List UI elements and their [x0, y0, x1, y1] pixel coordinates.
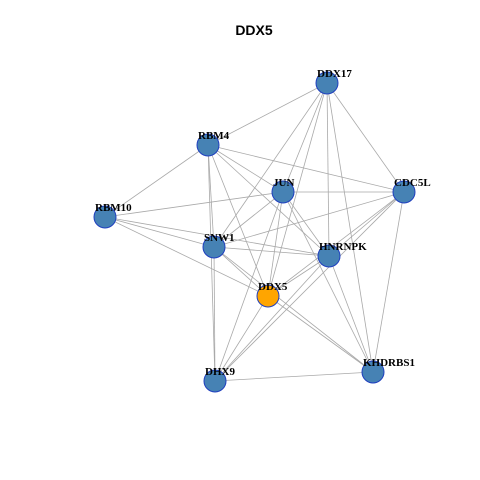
edge-ddx17-snw1: [213, 82, 328, 248]
node-rbm4[interactable]: [196, 133, 220, 157]
edge-cdc5l-dhx9: [214, 191, 405, 382]
edge-jun-ddx5: [267, 191, 284, 297]
edge-rbm10-ddx5: [104, 216, 269, 297]
node-label-ddx17: DDX17: [317, 68, 352, 80]
edge-ddx17-ddx5: [267, 82, 328, 297]
node-label-rbm10: RBM10: [95, 202, 132, 214]
edge-rbm10-snw1: [104, 216, 215, 248]
node-rbm10[interactable]: [93, 205, 117, 229]
node-jun[interactable]: [271, 180, 295, 204]
node-label-ddx5: DDX5: [258, 281, 288, 293]
edge-rbm4-cdc5l: [207, 144, 405, 193]
edge-cdc5l-snw1: [213, 191, 405, 248]
node-layer: [93, 71, 416, 393]
edge-ddx17-hnrnpk: [326, 82, 330, 257]
node-label-jun: JUN: [273, 177, 294, 189]
node-ddx5[interactable]: [256, 284, 280, 308]
node-label-snw1: SNW1: [204, 232, 235, 244]
edge-cdc5l-ddx5: [267, 191, 405, 297]
edge-snw1-hnrnpk: [213, 246, 330, 257]
node-label-hnrnpk: HNRNPK: [319, 241, 367, 253]
edge-jun-hnrnpk: [282, 191, 330, 257]
edge-layer: [104, 82, 405, 382]
diagram-title: DDX5: [235, 22, 273, 38]
edge-jun-khdrbs1: [282, 191, 374, 373]
edge-rbm4-dhx9: [207, 144, 216, 382]
edge-hnrnpk-dhx9: [214, 255, 330, 382]
node-snw1[interactable]: [202, 235, 226, 259]
edge-snw1-dhx9: [213, 246, 216, 382]
node-dhx9[interactable]: [203, 369, 227, 393]
node-ddx17[interactable]: [315, 71, 339, 95]
edge-jun-rbm10: [104, 191, 284, 218]
edge-ddx17-jun: [282, 82, 328, 193]
node-label-dhx9: DHX9: [205, 366, 235, 378]
node-label-cdc5l: CDC5L: [394, 177, 431, 189]
edge-ddx17-khdrbs1: [326, 82, 374, 373]
edge-hnrnpk-khdrbs1: [328, 255, 374, 373]
edge-rbm4-hnrnpk: [207, 144, 330, 257]
edge-hnrnpk-ddx5: [267, 255, 330, 297]
edge-ddx5-khdrbs1: [267, 295, 374, 373]
node-label-rbm4: RBM4: [198, 130, 230, 142]
node-hnrnpk[interactable]: [317, 244, 341, 268]
edge-rbm4-ddx5: [207, 144, 269, 297]
edge-cdc5l-hnrnpk: [328, 191, 405, 257]
edge-rbm4-rbm10: [104, 144, 209, 218]
edge-rbm4-jun: [207, 144, 284, 193]
edge-khdrbs1-dhx9: [214, 371, 374, 382]
edge-cdc5l-khdrbs1: [372, 191, 405, 373]
edge-ddx17-rbm4: [207, 82, 328, 146]
edge-ddx17-cdc5l: [326, 82, 405, 193]
node-khdrbs1[interactable]: [361, 360, 385, 384]
edge-rbm4-snw1: [207, 144, 215, 248]
node-cdc5l[interactable]: [392, 180, 416, 204]
edge-snw1-khdrbs1: [213, 246, 374, 373]
edge-ddx5-dhx9: [214, 295, 269, 382]
node-label-khdrbs1: KHDRBS1: [363, 357, 415, 369]
edge-snw1-ddx5: [213, 246, 269, 297]
